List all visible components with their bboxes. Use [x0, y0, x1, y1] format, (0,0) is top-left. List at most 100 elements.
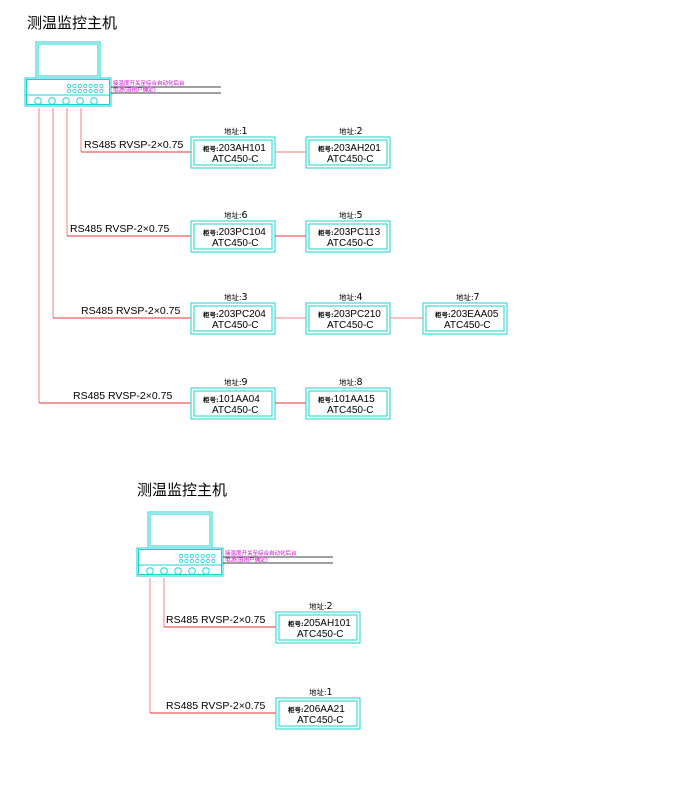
address-prefix: 地址:	[309, 687, 327, 697]
led-dot	[211, 553, 216, 559]
unit-inner	[193, 305, 273, 332]
led-dot	[66, 88, 72, 94]
cabinet-number: 203PC210	[334, 309, 382, 320]
port-circle	[76, 97, 84, 105]
port-circle	[62, 97, 70, 105]
unit-model: ATC450-C	[297, 715, 344, 726]
led-dot	[66, 83, 72, 89]
led-dot	[189, 553, 194, 559]
unit-model: ATC450-C	[327, 238, 374, 249]
unit-outer	[275, 611, 361, 644]
unit-model: ATC450-C	[327, 154, 374, 165]
unit-cabinet-label: 柜号:203PC210	[317, 309, 381, 320]
led-dot	[200, 553, 205, 559]
host-note-power: 电源(由用户确定)	[225, 556, 268, 564]
system-title: 测温监控主机	[137, 481, 227, 499]
cabinet-prefix: 柜号:	[202, 310, 219, 319]
unit-address-label: 地址:5	[339, 210, 363, 221]
port-circle	[146, 567, 154, 575]
port-circle	[202, 567, 210, 575]
led-dot	[189, 558, 194, 564]
led-dot	[77, 88, 82, 94]
led-dot	[205, 558, 211, 564]
address-prefix: 地址:	[309, 601, 327, 611]
cable-label: RS485 RVSP-2×0.75	[84, 139, 183, 151]
monitor-screen	[35, 41, 101, 79]
unit-address-label: 地址:2	[339, 126, 363, 137]
address-prefix: 地址:	[339, 210, 357, 220]
port-circle	[174, 567, 182, 575]
cabinet-prefix: 柜号:	[287, 705, 304, 714]
cabinet-prefix: 柜号:	[317, 228, 334, 237]
unit-model: ATC450-C	[327, 405, 374, 416]
unit-inner	[193, 390, 273, 417]
led-dot	[178, 553, 184, 559]
cabinet-number: 206AA21	[304, 704, 346, 715]
address-value: 5	[357, 210, 363, 221]
cabinet-number: 203AH201	[334, 143, 382, 154]
address-value: 1	[327, 687, 333, 698]
cable-label: RS485 RVSP-2×0.75	[81, 305, 180, 317]
unit-inner	[308, 305, 388, 332]
unit-inner	[278, 700, 358, 727]
led-dot	[88, 83, 93, 89]
address-value: 4	[357, 292, 363, 303]
address-value: 8	[357, 377, 363, 388]
unit-address-label: 地址:2	[309, 601, 333, 612]
unit-model: ATC450-C	[212, 405, 259, 416]
cable-label: RS485 RVSP-2×0.75	[73, 390, 172, 402]
cabinet-number: 101AA04	[219, 394, 261, 405]
unit-address-label: 地址:9	[224, 377, 248, 388]
address-value: 7	[474, 292, 480, 303]
cabinet-prefix: 柜号:	[317, 310, 334, 319]
unit-model: ATC450-C	[212, 238, 259, 249]
led-dot	[205, 553, 211, 559]
led-dot	[72, 83, 77, 89]
unit-model: ATC450-C	[327, 320, 374, 331]
address-prefix: 地址:	[339, 377, 357, 387]
port-circle	[188, 567, 196, 575]
unit-cabinet-label: 柜号:101AA15	[317, 394, 375, 405]
unit-cabinet-label: 柜号:205AH101	[287, 618, 351, 629]
cable-label: RS485 RVSP-2×0.75	[166, 614, 265, 626]
port-circle	[90, 97, 98, 105]
led-dot	[93, 88, 99, 94]
unit-model: ATC450-C	[444, 320, 491, 331]
unit-cabinet-label: 柜号:203PC204	[202, 309, 266, 320]
cabinet-number: 203EAA05	[451, 309, 499, 320]
monitor-inner	[37, 43, 99, 77]
led-dot	[99, 88, 104, 94]
unit-cabinet-label: 柜号:203AH101	[202, 143, 266, 154]
unit-cabinet-label: 柜号:203PC104	[202, 227, 266, 238]
address-value: 9	[242, 377, 248, 388]
host-note-power: 电源(由用户确定)	[113, 86, 156, 94]
cabinet-prefix: 柜号:	[202, 228, 219, 237]
led-dot	[195, 558, 200, 564]
address-prefix: 地址:	[224, 210, 242, 220]
monitor-inner	[149, 513, 211, 547]
address-value: 2	[327, 601, 333, 612]
unit-address-label: 地址:8	[339, 377, 363, 388]
host-unit	[136, 547, 224, 577]
led-dot	[184, 558, 189, 564]
cabinet-number: 203AH101	[219, 143, 267, 154]
led-dot	[88, 88, 93, 94]
cabinet-number: 205AH101	[304, 618, 352, 629]
unit-cabinet-label: 柜号:203AH201	[317, 143, 381, 154]
unit-inner	[308, 390, 388, 417]
cabinet-prefix: 柜号:	[317, 395, 334, 404]
unit-inner	[308, 223, 388, 250]
led-dot	[178, 558, 184, 564]
unit-address-label: 地址:1	[309, 687, 333, 698]
monitor-screen	[147, 511, 213, 549]
